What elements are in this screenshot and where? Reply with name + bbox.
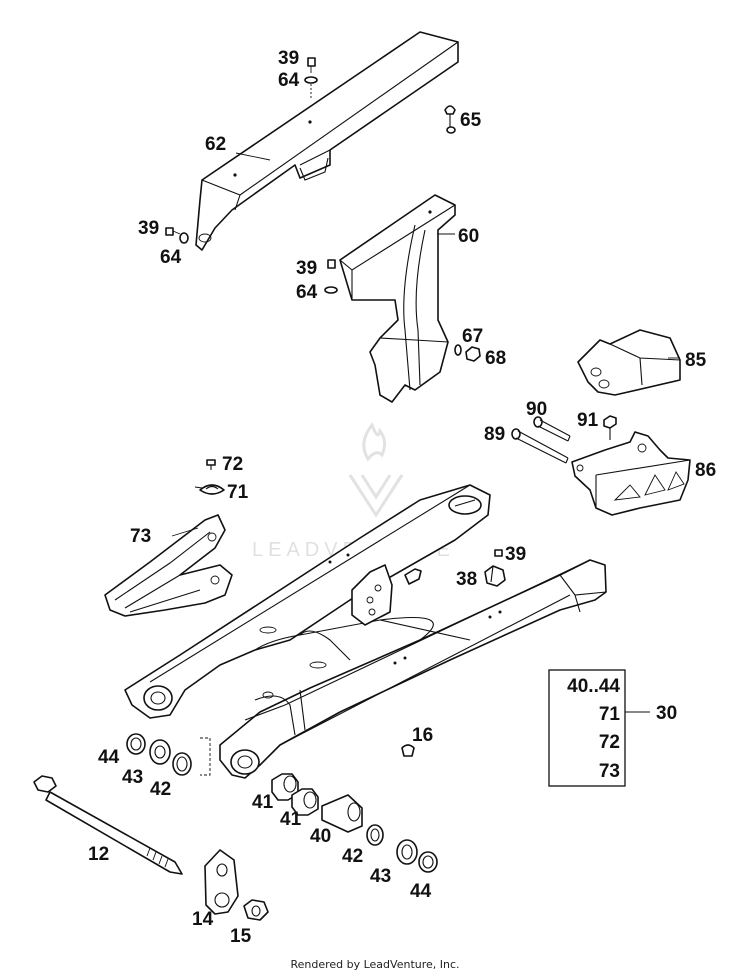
bearing-43-right: [396, 839, 418, 865]
callout-65: 65: [460, 110, 482, 131]
needle-bearing-41-b: [291, 788, 319, 816]
callout-85: 85: [685, 350, 707, 371]
callout-42-left: 42: [150, 779, 171, 800]
callout-90: 90: [526, 399, 547, 420]
leader-lines: [171, 152, 680, 713]
kit-box: 40..44 71 72 73: [548, 669, 626, 787]
dash-link-left: [200, 737, 211, 776]
callout-60: 60: [458, 226, 479, 247]
plate-14: [204, 849, 239, 915]
screw-72: [206, 459, 216, 470]
block-38: [484, 565, 506, 587]
callout-67: 67: [462, 326, 483, 347]
kit-item-3: 72: [599, 732, 620, 753]
sleeve-40: [321, 794, 363, 833]
nut-68: [465, 346, 481, 362]
bolt-89: [511, 428, 569, 464]
washer-42-left: [172, 752, 192, 776]
callout-41-a: 41: [252, 792, 274, 813]
callout-64-mid: 64: [296, 282, 318, 303]
bearing-43-left: [149, 739, 171, 765]
callout-43-left: 43: [122, 767, 143, 788]
callout-39-mid: 39: [296, 258, 317, 279]
washer-71: [199, 484, 225, 495]
callout-68: 68: [485, 348, 506, 369]
chain-guide-bracket-86: [571, 431, 691, 516]
callout-12: 12: [88, 844, 109, 865]
screw-39-right: [494, 549, 503, 557]
washer-64-top: [304, 76, 318, 100]
callout-15: 15: [230, 926, 252, 947]
chain-guard-upper: [195, 31, 459, 251]
callout-89: 89: [484, 424, 505, 445]
rivet-65: [444, 105, 456, 134]
bolt-39-mid: [327, 259, 336, 269]
bolt-91: [603, 415, 617, 440]
callout-42-right: 42: [342, 846, 363, 867]
callout-44-left: 44: [98, 747, 120, 768]
callout-86: 86: [695, 460, 716, 481]
callout-41-b: 41: [280, 809, 302, 830]
nut-15: [243, 899, 269, 921]
chain-guard-lower: [339, 194, 456, 403]
callout-72: 72: [222, 454, 243, 475]
bolt-39-top: [307, 57, 316, 73]
callout-40: 40: [310, 826, 331, 847]
callout-44-right: 44: [410, 881, 432, 902]
kit-reference-30: 30: [656, 703, 677, 724]
kit-item-4: 73: [599, 761, 620, 782]
bolt-90: [533, 416, 571, 442]
callout-71: 71: [227, 482, 249, 503]
chain-guide-85: [577, 329, 681, 396]
callout-64-left: 64: [160, 247, 182, 268]
kit-item-2: 71: [599, 704, 621, 725]
callout-43-right: 43: [370, 866, 391, 887]
kit-item-1: 40..44: [567, 676, 620, 697]
swingarm-guard-73: [104, 514, 233, 617]
callout-39-right: 39: [505, 544, 526, 565]
callout-62: 62: [205, 134, 226, 155]
callout-39-left: 39: [138, 218, 159, 239]
callout-16: 16: [412, 725, 433, 746]
swingarm: [124, 484, 607, 779]
callout-38: 38: [456, 569, 477, 590]
callout-64-top: 64: [278, 70, 300, 91]
washer-67: [454, 344, 462, 356]
callout-91: 91: [577, 410, 599, 431]
callout-14: 14: [192, 909, 214, 930]
watermark-logo: [348, 421, 404, 518]
bolt-39-left: [165, 227, 189, 244]
pivot-axle-12: [33, 775, 183, 875]
dust-seal-44-left: [126, 733, 146, 755]
footer-credit: Rendered by LeadVenture, Inc.: [290, 958, 460, 971]
dust-seal-44-right: [418, 851, 438, 873]
washer-42-right: [366, 824, 384, 846]
cap-16: [401, 744, 415, 757]
callout-39-top: 39: [278, 48, 299, 69]
callout-73: 73: [130, 526, 151, 547]
washer-64-mid: [324, 286, 338, 294]
